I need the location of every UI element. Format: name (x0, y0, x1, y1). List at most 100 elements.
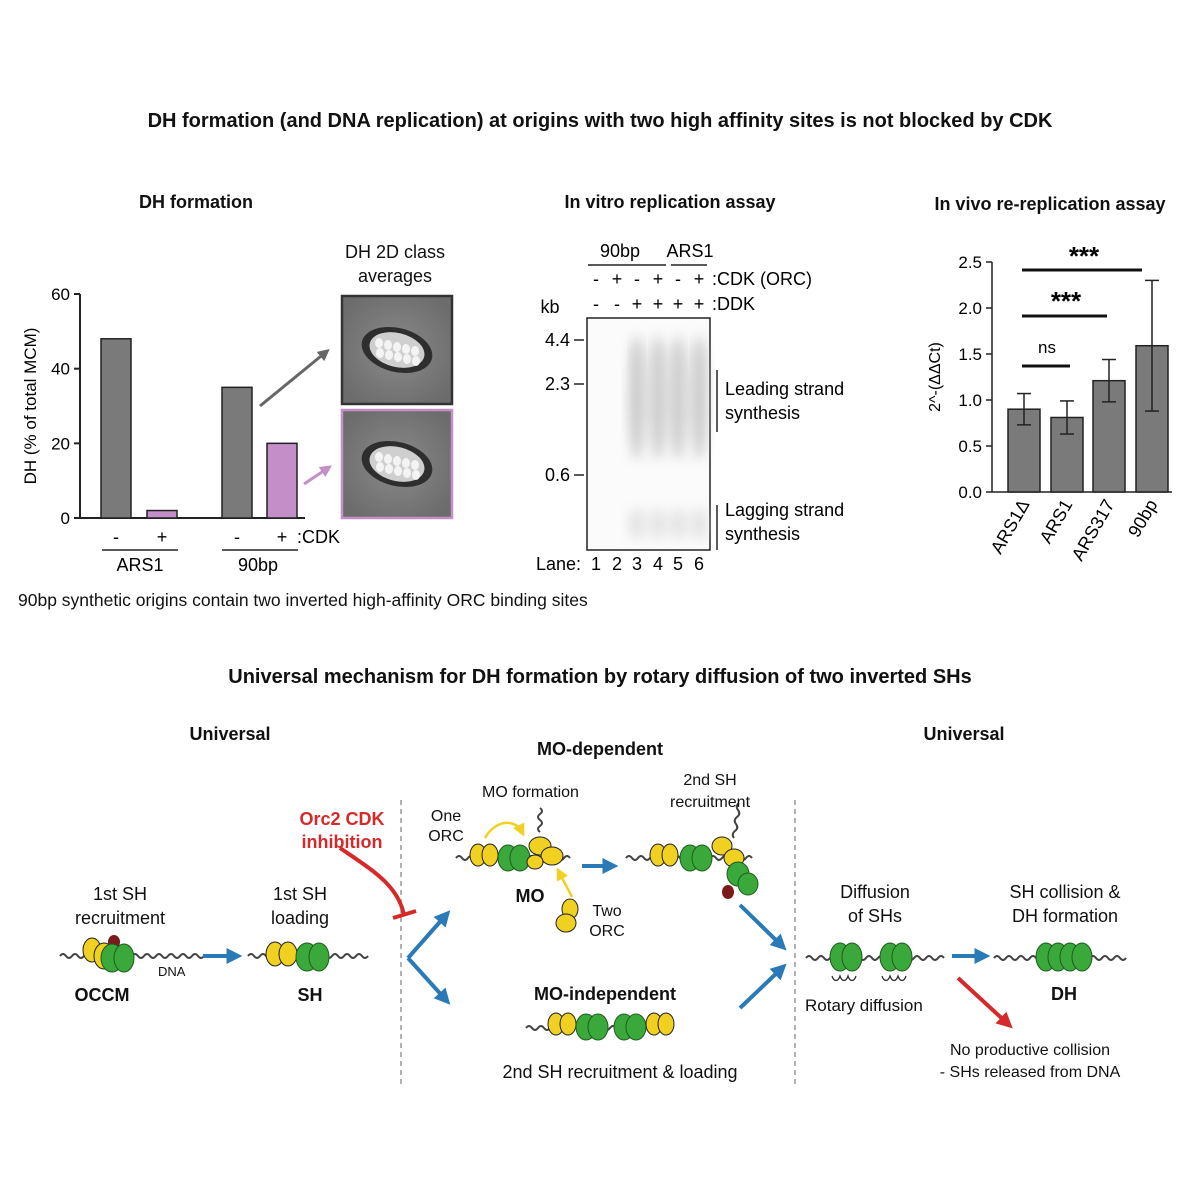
cdk-sign: + (694, 269, 705, 289)
kb-label: kb (540, 297, 559, 317)
y-tick-label: 1.0 (958, 391, 982, 410)
lane-number: 5 (673, 554, 683, 574)
gel-box (586, 317, 711, 551)
group-label: ARS1 (666, 241, 713, 261)
arrow-to-class-average-minus (259, 348, 330, 408)
class-average-density (384, 454, 392, 464)
dh-complex (1035, 942, 1093, 972)
universal-right-label: Universal (923, 724, 1005, 744)
ddk-sign: - (614, 294, 620, 314)
occm-label: OCCM (74, 985, 130, 1005)
cdk-sign: + (612, 269, 623, 289)
inhibition-bar (392, 909, 417, 920)
significance-label: *** (1051, 286, 1082, 316)
second-sh-loading-label: 2nd SH recruitment & loading (502, 1062, 738, 1082)
class-average-density (403, 468, 411, 478)
two-orc-complex (555, 898, 579, 933)
class-average-density (375, 452, 383, 462)
lagging-strand-smear (670, 508, 686, 540)
dh-label: DH (1051, 984, 1077, 1004)
cdk-label: :CDK (ORC) (712, 269, 812, 289)
lane-number: 3 (632, 554, 642, 574)
class-average-density (394, 352, 402, 362)
universal-left-label: Universal (189, 724, 271, 744)
mo-independent-label: MO-independent (534, 984, 676, 1004)
condition-label: :CDK (297, 527, 340, 547)
y-axis-title: DH (% of total MCM) (21, 328, 40, 485)
lagging-strand-smear (650, 508, 666, 540)
dna-strand-diffusion (805, 955, 945, 961)
sign-label: - (234, 527, 240, 547)
ddk-sign: + (694, 294, 705, 314)
mo-complex (469, 836, 564, 872)
rotation-coil-left (831, 973, 857, 982)
leading-strand-smear (670, 340, 686, 460)
mo-dependent-label: MO-dependent (537, 739, 663, 759)
lagging-strand-smear (629, 508, 645, 540)
class-average-density (403, 354, 411, 364)
lane-number: 1 (591, 554, 601, 574)
class-average-density (411, 460, 419, 470)
lane-number: 6 (694, 554, 704, 574)
arrow-2nd-sh-to-diffusion (738, 903, 787, 951)
ddk-sign: - (593, 294, 599, 314)
sign-label: + (277, 527, 288, 547)
cdk-sign: - (593, 269, 599, 289)
cdk-sign: - (675, 269, 681, 289)
y-tick-label: 60 (51, 285, 70, 304)
mo-formation-label: MO formation (482, 784, 579, 801)
class-average-density (412, 470, 420, 480)
cdk-sign: + (653, 269, 664, 289)
class-average-density (412, 356, 420, 366)
class-average-frame (340, 294, 454, 406)
group-label: 90bp (600, 241, 640, 261)
upper-smear (653, 333, 663, 377)
class-average-cdk-minus (340, 294, 454, 406)
inhibition-line (338, 846, 406, 916)
class-average-cdk-plus (340, 408, 454, 520)
y-tick-label: 40 (51, 360, 70, 379)
class-average-density (376, 462, 384, 472)
class-average-density (394, 466, 402, 476)
rotary-diffusion-label: Rotary diffusion (805, 996, 923, 1015)
arrow-mo-formation (483, 821, 525, 839)
upper-smear (694, 333, 704, 377)
mechanism-title: Universal mechanism for DH formation by … (228, 666, 972, 688)
lane-label: Lane: (536, 554, 581, 574)
dna-tail-2nd-sh (731, 802, 741, 839)
class-average-density (411, 346, 419, 356)
leading-strand-smear (691, 340, 707, 460)
y-tick-label: 0.0 (958, 483, 982, 502)
class-average-density (384, 340, 392, 350)
lane-number: 4 (653, 554, 663, 574)
marker-label: 4.4 (545, 330, 570, 350)
class-averages-title: DH 2D class averages (344, 242, 446, 286)
leading-label: synthesis (725, 403, 800, 423)
lagging-label: Lagging strand (725, 500, 844, 520)
bar (266, 442, 298, 519)
panel-c-title: In vivo re-replication assay (934, 194, 1166, 214)
significance-label: *** (1069, 241, 1100, 271)
arrow-to-class-average-plus (303, 465, 332, 486)
class-average-density (402, 458, 410, 468)
main-title: DH formation (and DNA replication) at or… (147, 110, 1053, 132)
lane-number: 2 (612, 554, 622, 574)
bar (146, 509, 178, 519)
panel-b-title: In vitro replication assay (564, 192, 776, 212)
leading-label: Leading strand (725, 379, 844, 399)
upper-smear (632, 333, 642, 377)
class-average-density (393, 342, 401, 352)
class-average-density (402, 344, 410, 354)
arrow-branch-up (406, 910, 451, 960)
marker-label: 0.6 (545, 465, 570, 485)
y-tick-label: 1.5 (958, 345, 982, 364)
lagging-label: synthesis (725, 524, 800, 544)
occm-complex (82, 935, 135, 973)
